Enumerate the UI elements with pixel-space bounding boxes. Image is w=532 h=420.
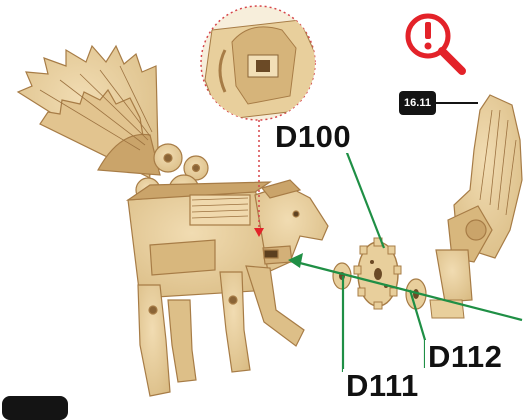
zoom-inset [201,6,318,120]
corner-badge [2,396,68,420]
exploded-parts [333,95,522,318]
assembly-axis-line [296,262,522,320]
d100-pointer [342,140,384,248]
magnifier-exclamation-icon [408,16,462,71]
label-d111: D111 [343,369,422,402]
step-reference-badge: 16.11 [399,91,436,115]
body-frame [128,182,270,298]
part-d100 [354,238,401,309]
left-wing [18,46,160,178]
right-wing-part [436,95,522,302]
label-d100: D100 [272,120,354,153]
head-neck [255,180,328,272]
label-d112: D112 [425,340,505,373]
